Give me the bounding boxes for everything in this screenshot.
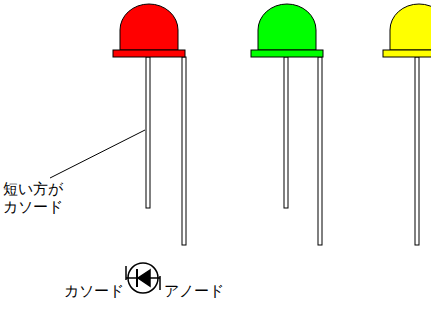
green-led [251,4,323,245]
cathode-label: カソード [64,282,124,300]
yellow-led [383,4,431,245]
led-symbol [126,263,160,293]
cathode-note: 短い方が カソード [3,180,75,216]
red-led [113,4,186,245]
anode-label: アノード [164,282,224,300]
leader-line [50,130,145,178]
